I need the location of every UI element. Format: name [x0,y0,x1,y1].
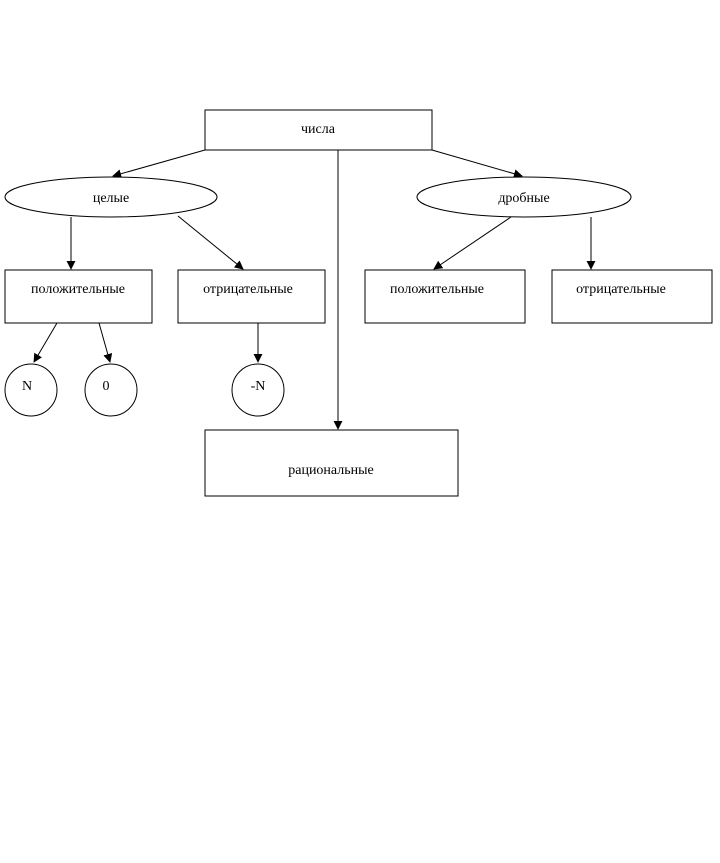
edge-positive-natural [33,322,58,363]
node-numbers-label: числа [301,122,336,137]
node-integers: целые [4,176,218,218]
node-frac-negative-box [551,269,713,324]
node-int-positive-box [4,269,153,324]
node-fractions-label: дробные [498,191,549,206]
node-int-positive: положительные [4,269,153,324]
edge-positive-zero [98,322,113,363]
node-numbers: числа [204,109,433,151]
node-frac-positive: положительные [364,269,526,324]
node-integers-label: целые [93,191,129,206]
edge-fractions-positive [433,216,512,270]
node-frac-negative-label: отрицательные [576,282,666,297]
node-natural-circle [4,363,58,417]
node-neg-natural: -N [231,363,285,417]
node-int-positive-label: положительные [31,282,125,297]
node-neg-natural-circle [231,363,285,417]
node-rational-label: рациональные [288,463,374,478]
node-integers-ellipse [4,176,218,218]
node-natural-label: N [22,379,32,394]
node-zero-label: 0 [103,379,110,394]
node-frac-positive-box [364,269,526,324]
node-rational: рациональные [204,429,459,497]
node-numbers-box [204,109,433,151]
node-int-negative-label: отрицательные [203,282,293,297]
edges [33,149,596,430]
node-neg-natural-label: -N [251,379,266,394]
node-fractions: дробные [416,176,632,218]
node-natural: N [4,363,58,417]
node-rational-box [204,429,459,497]
node-int-negative: отрицательные [177,269,326,324]
edge-numbers-integers [112,149,206,179]
node-frac-negative: отрицательные [551,269,713,324]
edge-integers-negative [177,215,244,270]
node-zero: 0 [84,363,138,417]
node-frac-positive-label: положительные [390,282,484,297]
edge-numbers-fractions [431,149,523,179]
node-int-negative-box [177,269,326,324]
node-zero-circle [84,363,138,417]
node-fractions-ellipse [416,176,632,218]
